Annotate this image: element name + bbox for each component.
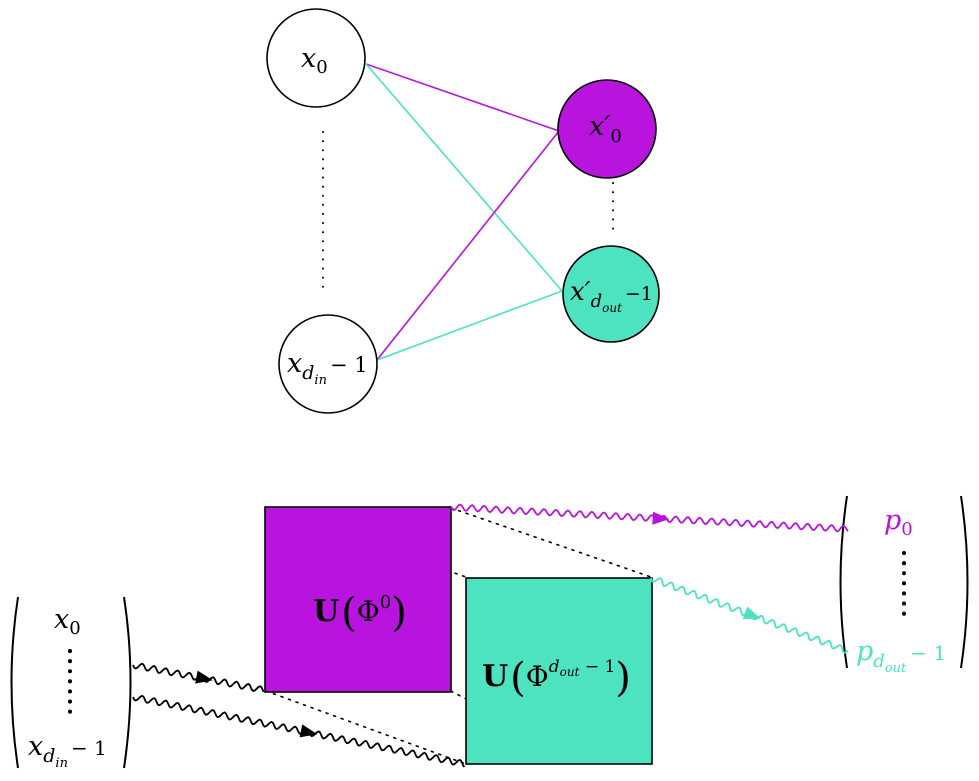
- unitary-box-last: U(Φdout − 1): [465, 577, 653, 765]
- input-vector: x0 xdin− 1: [10, 596, 132, 771]
- input-vector-right-paren: [123, 596, 132, 769]
- svg-text:xdin− 1: xdin− 1: [287, 348, 368, 388]
- output-wave-to-p0: [450, 503, 849, 533]
- arrowhead-output-top: [652, 511, 670, 525]
- edge-xlast-to-xlastprime: [376, 290, 563, 361]
- edge-x0-to-xlastprime: [365, 63, 563, 292]
- unitary-box-first: U(Φ0): [264, 506, 452, 693]
- arrowhead-input-bottom: [299, 724, 318, 738]
- input-vector-left-paren: [10, 596, 19, 769]
- output-vector-right-paren: [960, 495, 969, 669]
- svg-text:xdin− 1: xdin− 1: [28, 731, 107, 771]
- arrowhead-output-bottom: [742, 606, 761, 620]
- input-node-first: x0: [266, 8, 366, 108]
- svg-text:U(Φ0): U(Φ0): [313, 590, 407, 636]
- svg-text:x0: x0: [301, 43, 328, 78]
- edge-x0-to-x0prime: [365, 63, 560, 132]
- node-label-base: x: [301, 43, 316, 74]
- svg-text:x0: x0: [54, 604, 81, 639]
- svg-text:x′0: x′0: [589, 111, 622, 147]
- svg-text:p0: p0: [884, 505, 913, 540]
- output-vector: p0 pdout− 1: [839, 495, 969, 676]
- network-connections: [365, 63, 563, 361]
- output-node-first: x′0: [557, 79, 657, 179]
- output-vector-left-paren: [839, 495, 848, 669]
- svg-text:pdout− 1: pdout− 1: [856, 636, 946, 676]
- input-wave-to-last-unitary: [132, 694, 466, 768]
- output-node-last: x′dout−1: [562, 245, 660, 343]
- arrowhead-input-top: [195, 670, 213, 684]
- svg-text:U(Φdout − 1): U(Φdout − 1): [482, 655, 631, 701]
- svg-text:x′dout−1: x′dout−1: [570, 277, 653, 315]
- edge-xlast-to-x0prime: [376, 130, 560, 361]
- input-node-last: xdin− 1: [278, 314, 378, 414]
